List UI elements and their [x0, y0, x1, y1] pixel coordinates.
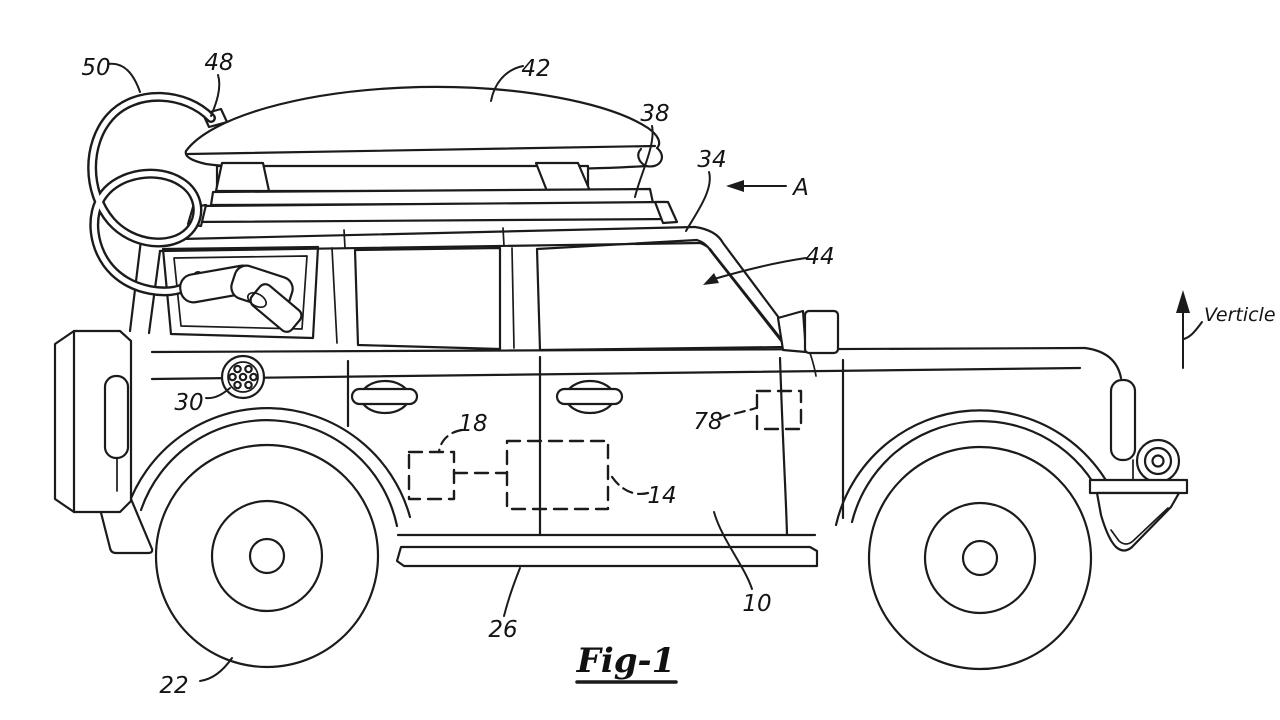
a-pillar-outer — [693, 225, 805, 352]
cargo-box-shell — [184, 85, 663, 172]
ref-label-10: 10 — [742, 591, 771, 617]
roof-rack — [186, 161, 679, 228]
ref-label-34: 34 — [697, 147, 726, 173]
front-wheel — [867, 445, 1093, 671]
door-seam-front — [778, 356, 789, 537]
rear-rim — [210, 499, 324, 613]
front-tire — [867, 445, 1093, 671]
leader-44 — [713, 257, 807, 280]
roofline-top — [137, 225, 697, 242]
front-fender-flare-outer — [834, 409, 1121, 527]
roof-band-seam-1 — [343, 229, 346, 249]
quarter-window-outer — [161, 245, 320, 340]
charge-port — [220, 354, 266, 400]
rocker-running-board — [395, 545, 819, 568]
rack-foot-left — [214, 161, 271, 193]
roof-band-seam-2 — [502, 227, 505, 247]
taillight — [103, 374, 130, 460]
vertical-arrow-head — [1176, 290, 1190, 313]
leader-34 — [685, 171, 711, 232]
handle-bar — [555, 387, 624, 406]
bumper-step-wedge — [1095, 491, 1181, 552]
plug-thumb-hole — [246, 291, 268, 309]
ref-label-14: 14 — [647, 483, 676, 509]
rear-end — [53, 329, 154, 555]
mirror-sail — [776, 309, 808, 354]
headlamp-center — [1151, 454, 1165, 468]
figure-caption: Fig-1 — [576, 641, 676, 681]
handle-bar — [350, 387, 419, 406]
front-end — [1088, 378, 1189, 552]
leader-10 — [713, 511, 753, 590]
ref-label-48: 48 — [204, 50, 233, 76]
leader-18 — [437, 428, 464, 454]
ref-label-38: 38 — [640, 101, 669, 127]
leader-48 — [210, 74, 221, 117]
cowl-seam — [809, 352, 817, 377]
door-handle-front — [555, 379, 624, 415]
ref-label-30: 30 — [174, 390, 203, 416]
rear-wheel — [154, 443, 380, 669]
leader-42 — [490, 65, 524, 102]
side-mirror — [803, 309, 840, 355]
module-box-14 — [505, 439, 610, 511]
ref-label-22: 22 — [159, 673, 188, 699]
leader-lines — [107, 62, 1203, 684]
cargo-box-seam — [186, 144, 657, 156]
rear-hub — [248, 537, 286, 575]
rear-fender-flare-outer — [124, 407, 412, 519]
shoulder-line — [150, 346, 1087, 354]
front-fender-flare-inner — [850, 420, 1105, 524]
charge-cable — [87, 91, 216, 297]
front-rim — [923, 501, 1037, 615]
quarter-window-inner — [173, 255, 308, 330]
cargo-box-tail-curl — [637, 147, 648, 168]
door-handle-rear — [350, 379, 419, 415]
b-pillar-line — [331, 247, 338, 344]
c-pillar-line — [511, 247, 515, 349]
module-box-18 — [407, 450, 456, 501]
rack-endcap-right — [653, 200, 679, 225]
leader-30 — [205, 387, 231, 400]
rear-tire — [154, 443, 380, 669]
front-hub — [961, 539, 999, 577]
vehicle-body — [124, 225, 1123, 568]
vertical-label-leader — [1183, 321, 1203, 340]
charge-port-ring-inner — [227, 361, 259, 393]
front-door-window — [535, 238, 788, 352]
front-bumper-bar — [1088, 478, 1189, 495]
body-crease-line — [150, 366, 1082, 381]
rack-base-rail — [215, 164, 590, 193]
front-corner-curve — [1083, 346, 1123, 380]
ref-label-26: 26 — [488, 617, 517, 643]
plug-nozzle — [249, 283, 303, 333]
section-arrow-head — [726, 180, 744, 192]
leader-78 — [718, 406, 758, 421]
reference-labels: 50 48 42 38 34 A 44 Verticle 30 18 78 14… — [81, 50, 1275, 699]
rack-slat-lower — [188, 200, 672, 224]
leader-50 — [107, 62, 141, 93]
charge-port-pins — [228, 364, 258, 390]
bumper-step-inner-line — [1110, 507, 1169, 545]
rear-door-window — [353, 246, 502, 351]
leader-44-arrow-head — [703, 273, 719, 285]
front-marker-lens — [1109, 378, 1137, 462]
orientation-label: Verticle — [1204, 304, 1276, 326]
leader-22 — [199, 657, 233, 682]
rear-fender-flare-inner — [139, 419, 399, 528]
leader-38 — [634, 125, 654, 198]
roof-cargo-box — [184, 85, 663, 172]
hidden-modules — [407, 389, 803, 511]
ref-label-18: 18 — [458, 411, 487, 437]
ref-label-78: 78 — [693, 409, 722, 435]
section-view-label: A — [791, 175, 809, 201]
leader-14 — [607, 470, 650, 496]
ref-label-42: 42 — [521, 56, 550, 82]
charge-connector-plug — [179, 264, 303, 333]
ref-label-44: 44 — [805, 244, 834, 270]
module-box-78 — [755, 389, 803, 431]
ref-label-50: 50 — [81, 55, 110, 81]
leader-26 — [503, 567, 521, 617]
